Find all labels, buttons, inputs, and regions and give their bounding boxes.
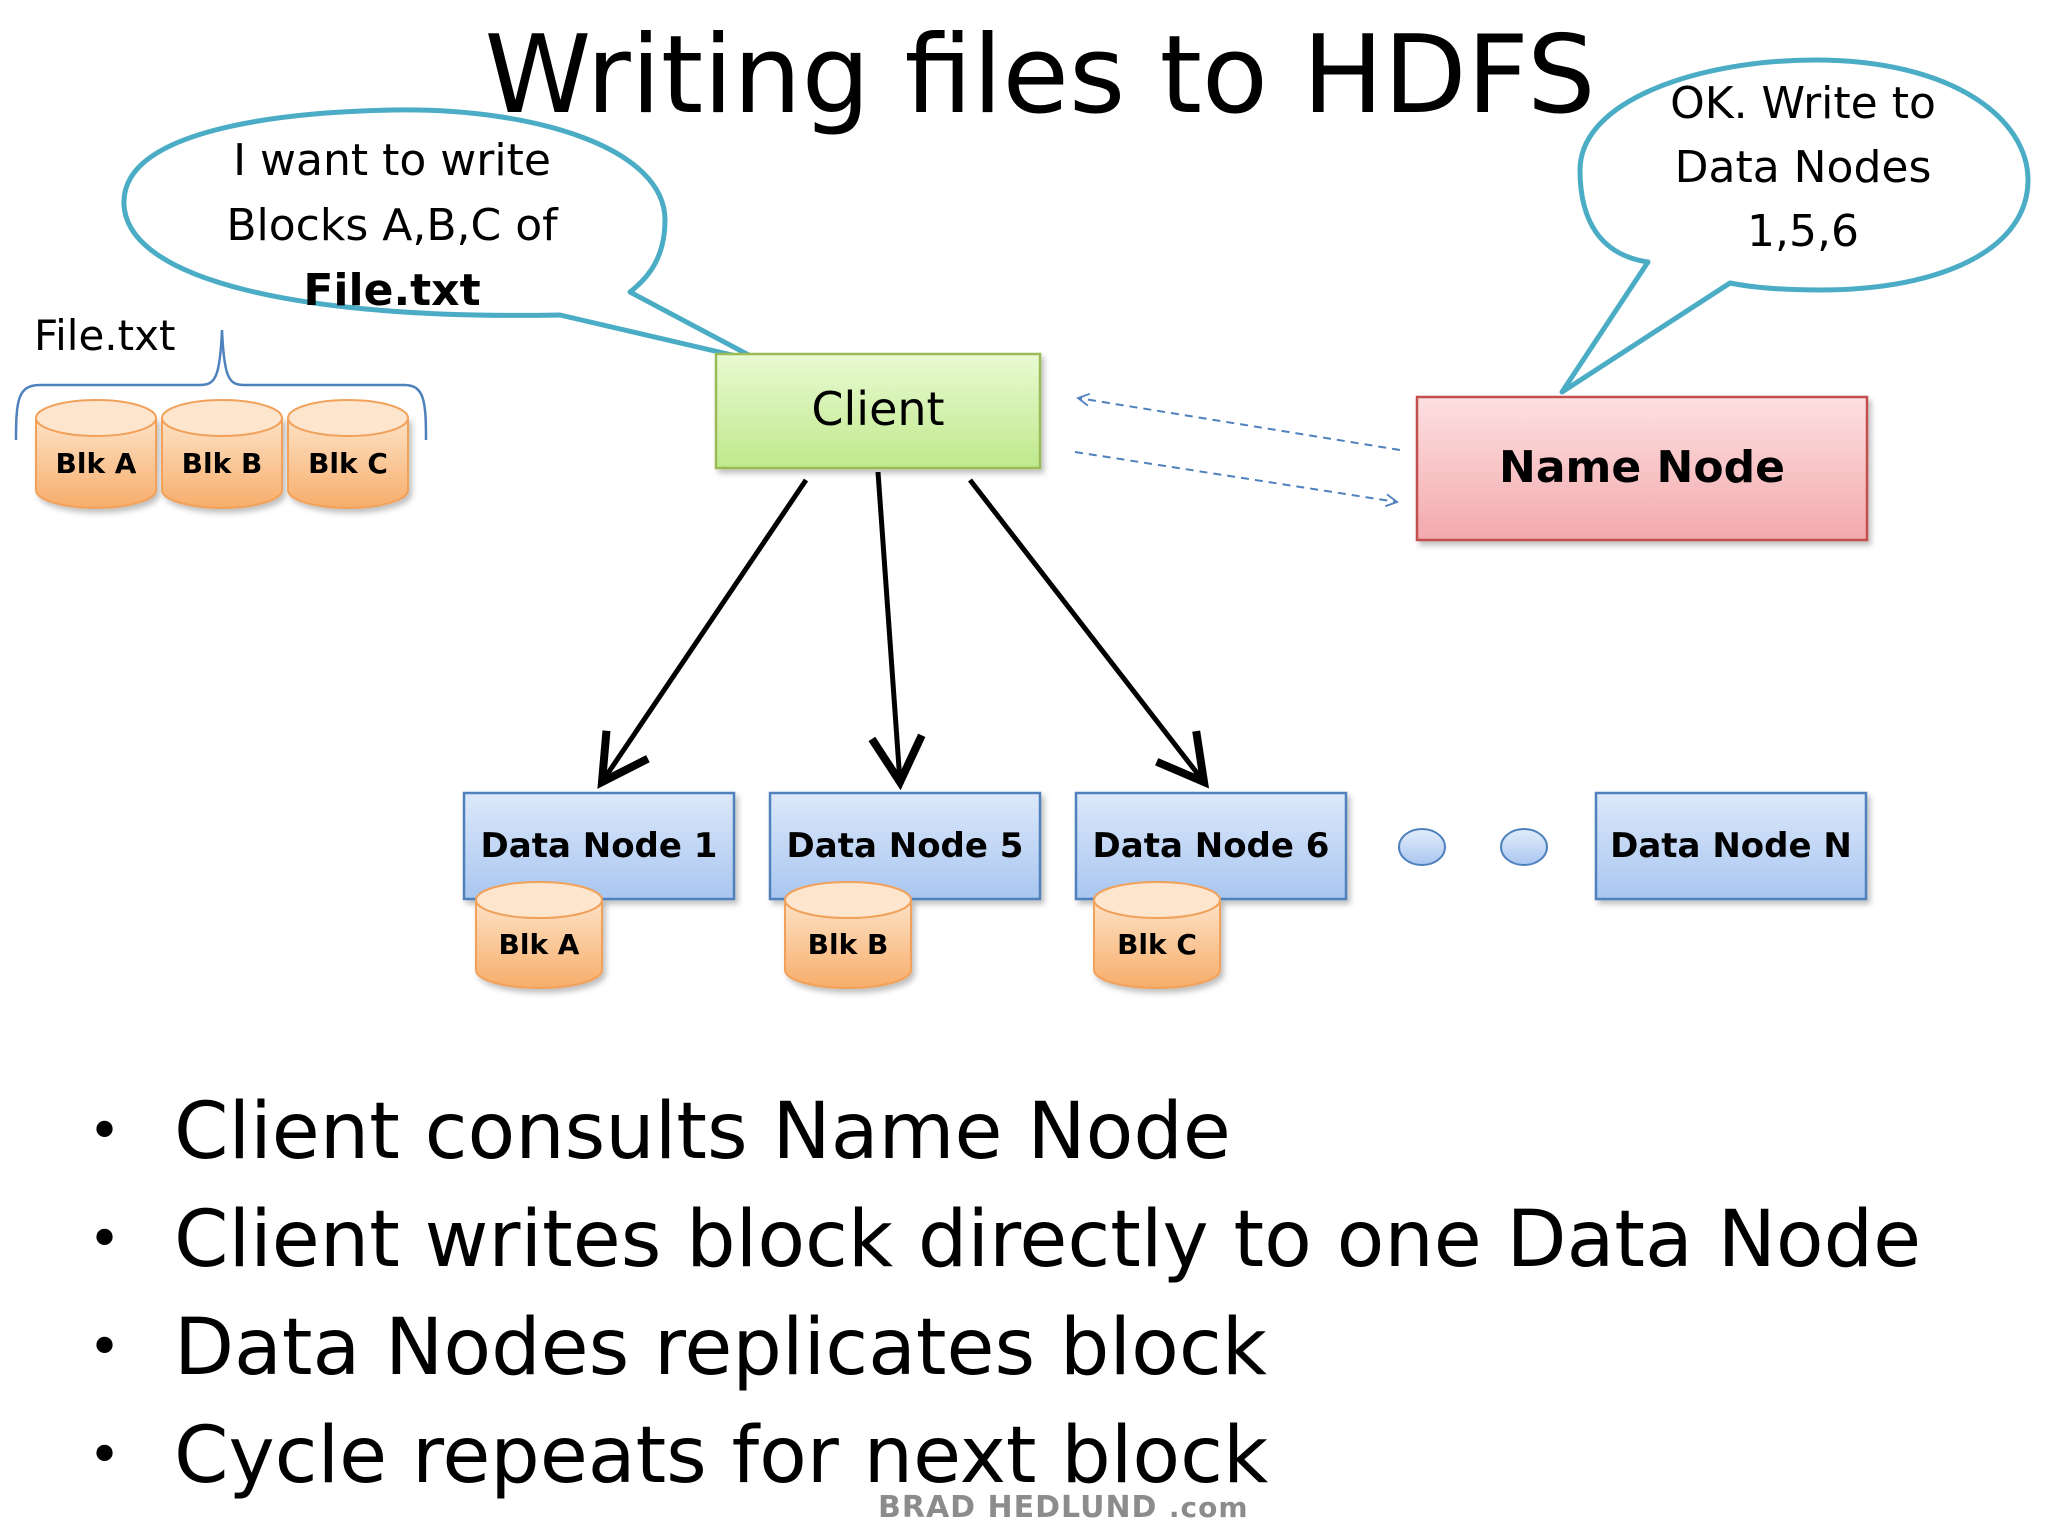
data-node-block-label: Blk A	[499, 928, 580, 961]
client-label: Client	[811, 382, 944, 436]
dashed-arrow-to-client	[1076, 392, 1401, 451]
ellipsis-dot	[1398, 828, 1446, 866]
namenode-bubble-line-1: OK. Write to	[1670, 78, 1936, 129]
client-speech-bubble: I want to write Blocks A,B,C of File.txt	[121, 107, 765, 365]
data-node-6-block: Blk C	[1093, 881, 1221, 989]
data-node-5-block: Blk B	[784, 881, 912, 989]
name-node-label: Name Node	[1499, 442, 1785, 493]
file-brace	[14, 329, 428, 441]
data-node-label: Data Node 6	[1093, 826, 1330, 866]
file-block-b: Blk B	[161, 399, 283, 509]
data-node-block-label: Blk C	[1117, 928, 1197, 961]
client-bubble-line-2: Blocks A,B,C of	[226, 200, 559, 251]
data-node-label: Data Node 5	[787, 826, 1024, 866]
data-node-1: Data Node 1	[462, 791, 736, 901]
bullet-item: •Cycle repeats for next block	[88, 1411, 1269, 1501]
file-block-c: Blk C	[287, 399, 409, 509]
file-block-label: Blk B	[182, 447, 263, 480]
bullet-item: •Client writes block directly to one Dat…	[88, 1195, 1922, 1285]
arrow-to-data-node-5	[868, 471, 926, 791]
name-node: Name Node	[1415, 395, 1869, 542]
namenode-bubble-line-2: Data Nodes	[1675, 142, 1932, 193]
dashed-arrow-to-namenode	[1074, 451, 1399, 508]
bullet-item: •Data Nodes replicates block	[88, 1303, 1267, 1393]
namenode-speech-bubble: OK. Write to Data Nodes 1,5,6	[1559, 57, 2031, 395]
bullet-list: •Client consults Name Node •Client write…	[88, 1078, 1921, 1510]
data-node-1-block: Blk A	[475, 881, 603, 989]
data-node-n: Data Node N	[1594, 791, 1868, 901]
bullet-item: •Client consults Name Node	[88, 1087, 1231, 1177]
file-block-a: Blk A	[35, 399, 157, 509]
data-node-6: Data Node 6	[1074, 791, 1348, 901]
arrow-to-data-node-6	[968, 478, 1210, 789]
arrow-to-data-node-1	[597, 478, 809, 789]
credit-watermark: BRAD HEDLUND .com	[878, 1490, 1249, 1525]
client-bubble-line-3: File.txt	[303, 265, 480, 316]
client-bubble-line-1: I want to write	[233, 135, 551, 186]
data-node-block-label: Blk B	[808, 928, 889, 961]
file-block-label: Blk A	[56, 447, 137, 480]
credit-name: BRAD HEDLUND	[878, 1490, 1158, 1525]
ellipsis-dot	[1500, 828, 1548, 866]
page-title: Writing files to HDFS	[484, 13, 1595, 138]
credit-tld: .com	[1168, 1491, 1249, 1524]
data-node-5: Data Node 5	[768, 791, 1042, 901]
file-label: File.txt	[34, 311, 175, 360]
namenode-bubble-line-3: 1,5,6	[1747, 206, 1859, 257]
data-node-label: Data Node N	[1610, 826, 1852, 866]
client-node: Client	[714, 352, 1042, 470]
data-node-label: Data Node 1	[481, 826, 718, 866]
file-block-label: Blk C	[308, 447, 388, 480]
file-group: File.txt Blk A Blk B Blk C	[14, 311, 428, 509]
